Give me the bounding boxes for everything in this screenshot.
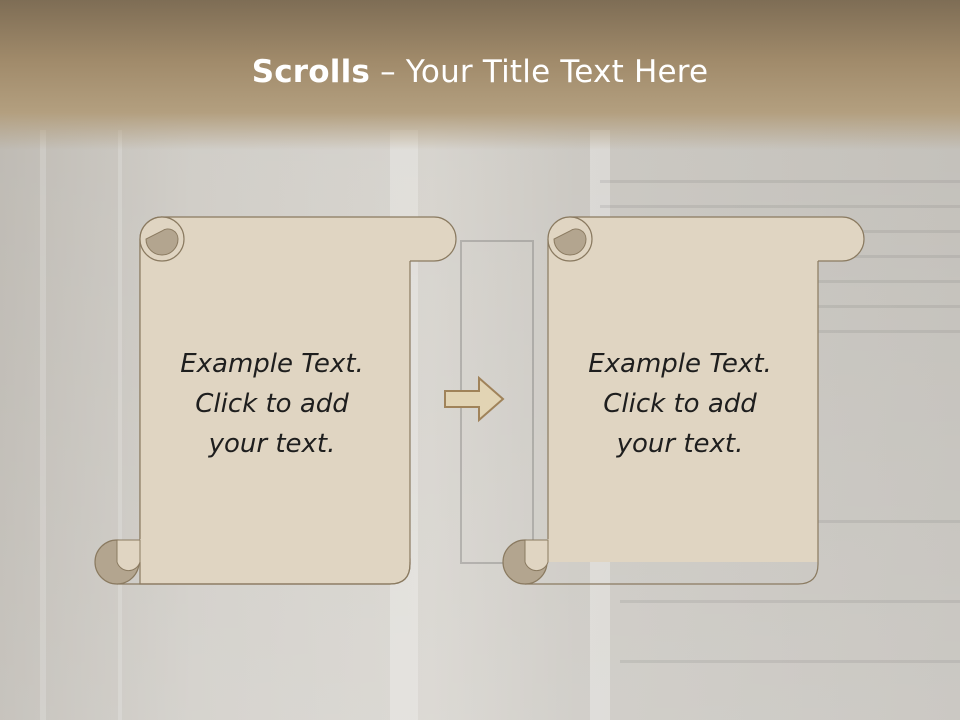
text-line: your text. [208, 429, 336, 459]
scroll-shape-1[interactable]: Example Text. Click to add your text. [92, 214, 462, 589]
scroll-shape-2[interactable]: Example Text. Click to add your text. [500, 214, 870, 589]
text-line: your text. [616, 429, 744, 459]
title-band [0, 0, 960, 150]
scroll-text-2[interactable]: Example Text. Click to add your text. [560, 344, 800, 464]
text-line: Click to add [195, 389, 349, 419]
scroll-shape-graphic [502, 216, 865, 585]
title-bold: Scrolls [251, 54, 371, 90]
text-line: Click to add [603, 389, 757, 419]
scroll-text-1[interactable]: Example Text. Click to add your text. [152, 344, 392, 464]
scroll-shape-graphic [94, 216, 457, 585]
text-line: Example Text. [180, 349, 364, 379]
right-arrow-icon [443, 374, 505, 428]
slide-title[interactable]: Scrolls – Your Title Text Here [0, 54, 960, 90]
text-line: Example Text. [588, 349, 772, 379]
title-rest: – Your Title Text Here [370, 54, 709, 90]
